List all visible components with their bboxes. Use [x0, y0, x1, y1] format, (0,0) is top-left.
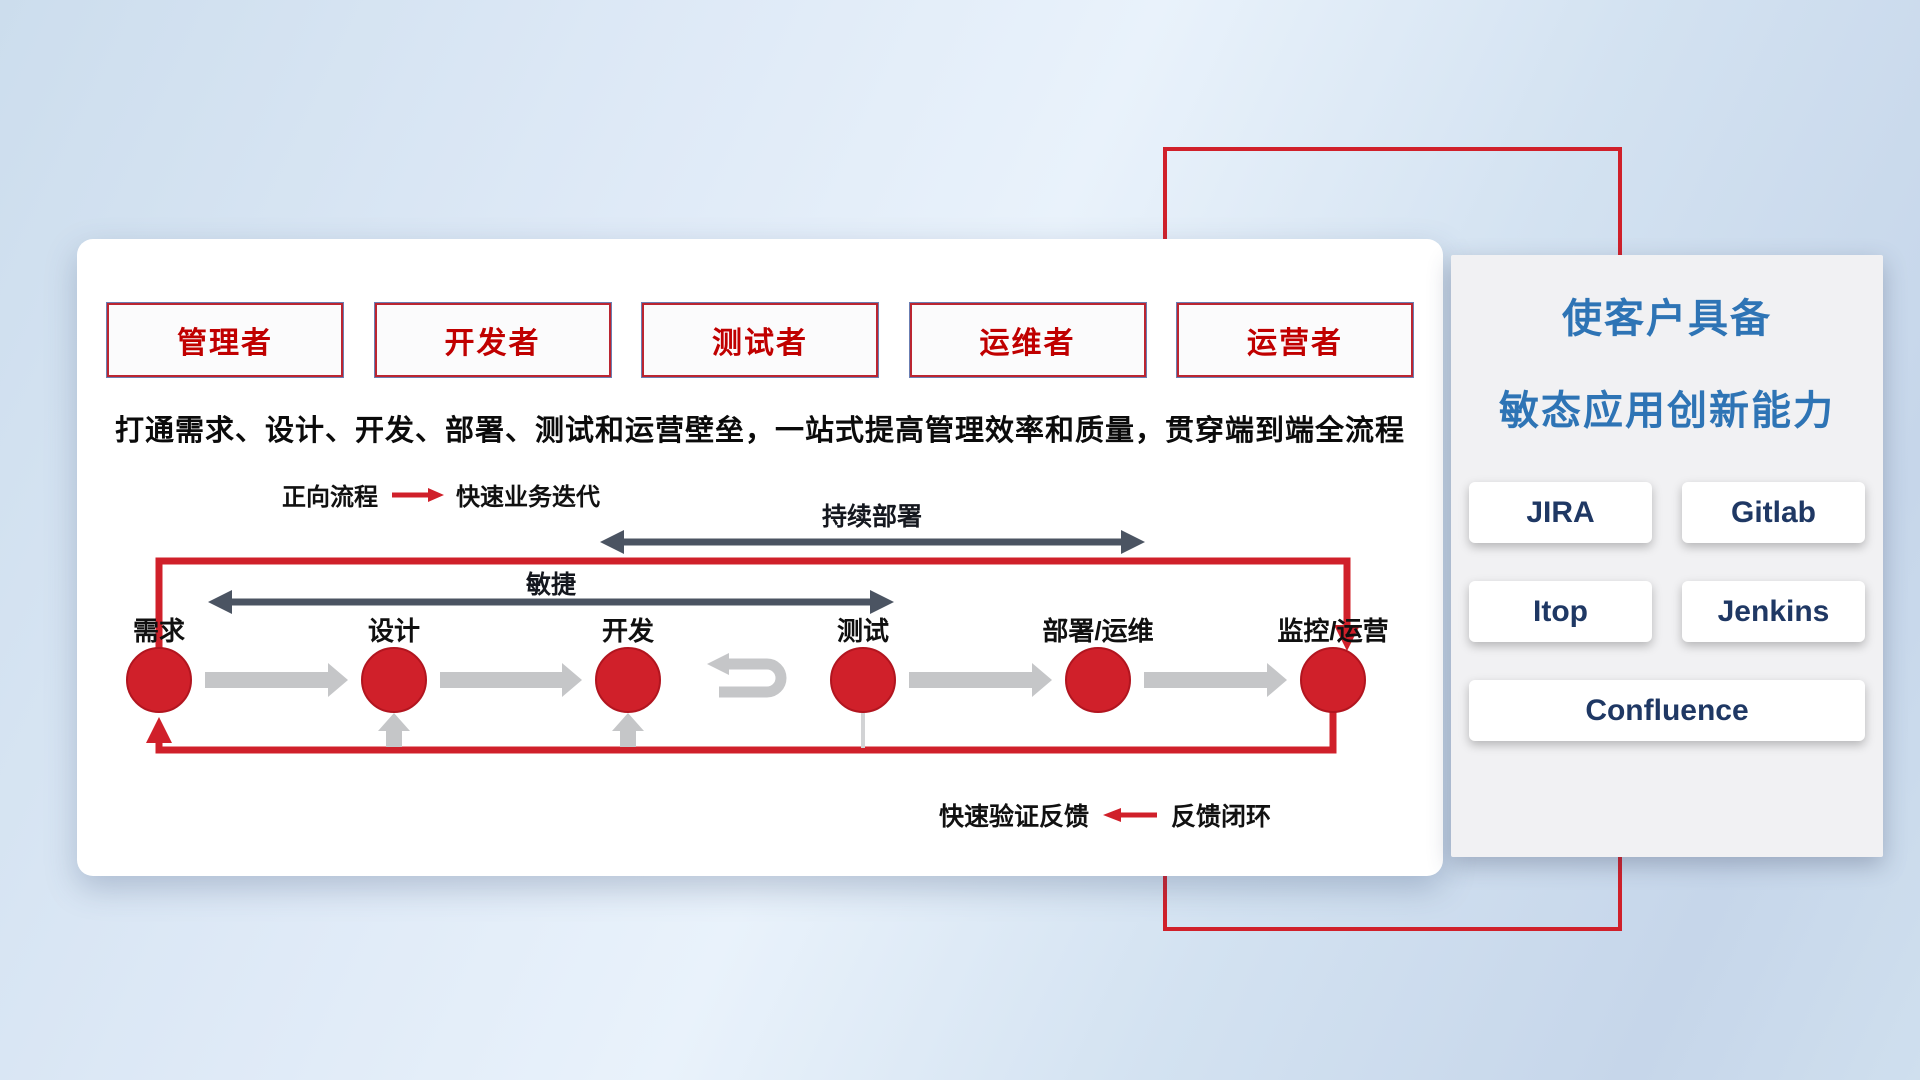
stage-label-test: 测试 — [836, 616, 889, 646]
devops-flow-card: 管理者 开发者 测试者 运维者 运营者 打通需求、设计、开发、部署、测试和运营壁… — [77, 239, 1443, 876]
stage-node-deploy-ops — [1065, 647, 1131, 713]
agile-label: 敏捷 — [525, 571, 576, 599]
stage-label-deploy-ops: 部署/运维 — [1042, 616, 1154, 646]
tool-confluence: Confluence — [1469, 680, 1865, 741]
feedback-legend-desc: 快速验证反馈 — [939, 803, 1090, 831]
forward-legend-desc: 快速业务迭代 — [456, 484, 600, 511]
right-arrow-icon — [392, 487, 444, 502]
role-box-manager: 管理者 — [106, 302, 344, 378]
stage-node-test — [830, 647, 896, 713]
iteration-uturn-arrow — [707, 653, 787, 698]
left-arrow-icon — [1103, 808, 1158, 822]
continuous-deploy-arrow — [600, 530, 1145, 554]
tool-itop: Itop — [1469, 581, 1652, 642]
tool-gitlab: Gitlab — [1682, 482, 1865, 543]
feedback-legend-label: 反馈闭环 — [1171, 803, 1272, 831]
tool-jira: JIRA — [1469, 482, 1652, 543]
forward-legend-label: 正向流程 — [282, 484, 378, 511]
roles-row: 管理者 开发者 测试者 运维者 运营者 — [106, 302, 1414, 378]
panel-title-line1: 使客户具备 — [1562, 297, 1772, 341]
stage-label-design: 设计 — [367, 616, 420, 646]
stage-flow-arrows — [205, 663, 1287, 697]
continuous-deploy-label: 持续部署 — [821, 503, 922, 531]
feedback-loop-line — [146, 694, 1337, 754]
tool-grid: JIRA Gitlab Itop Jenkins Confluence — [1469, 482, 1865, 741]
stage-label-dev: 开发 — [601, 616, 654, 646]
role-box-operator: 运营者 — [1176, 302, 1414, 378]
tool-jenkins: Jenkins — [1682, 581, 1865, 642]
stage-node-dev — [595, 647, 661, 713]
feedback-up-arrows — [378, 712, 865, 748]
stage-nodes — [126, 647, 1366, 713]
role-box-developer: 开发者 — [373, 302, 612, 378]
stage-node-design — [361, 647, 427, 713]
role-box-tester: 测试者 — [641, 302, 879, 378]
capability-panel: 使客户具备 敏态应用创新能力 JIRA Gitlab Itop Jenkins … — [1451, 255, 1883, 857]
stage-label-monitor: 监控/运营 — [1277, 616, 1389, 646]
forward-legend: 正向流程 快速业务迭代 — [282, 477, 600, 512]
headline: 打通需求、设计、开发、部署、测试和运营壁垒，一站式提高管理效率和质量，贯穿端到端… — [114, 415, 1405, 447]
panel-title-line2: 敏态应用创新能力 — [1499, 389, 1835, 433]
stage-node-monitor — [1300, 647, 1366, 713]
stage-label-requirements: 需求 — [132, 616, 185, 646]
role-box-ops: 运维者 — [908, 302, 1147, 378]
stage-node-requirements — [126, 647, 192, 713]
feedback-legend: 快速验证反馈 反馈闭环 — [939, 797, 1271, 833]
